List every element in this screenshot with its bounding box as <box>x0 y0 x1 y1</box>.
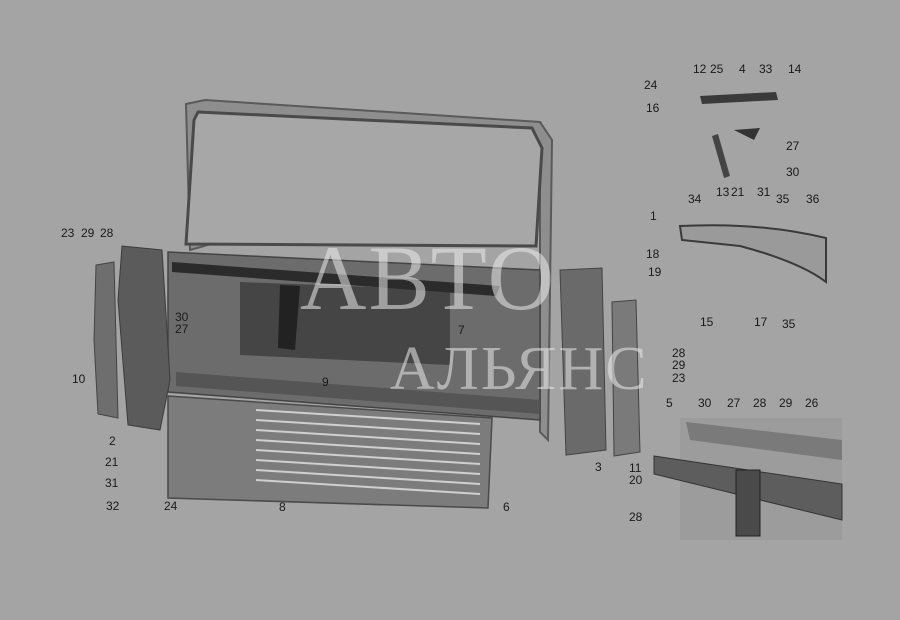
grille-slats <box>255 409 481 495</box>
callout-36: 36 <box>806 192 820 206</box>
callout-30-left: 30 <box>175 310 189 324</box>
callout-28-last: 28 <box>629 510 643 524</box>
callout-31-top: 31 <box>757 185 771 199</box>
left-side-panel <box>117 245 171 431</box>
callout-29-bot: 29 <box>779 396 793 410</box>
callout-30-top: 30 <box>786 165 800 179</box>
callout-20: 20 <box>629 473 643 487</box>
roof-edge-detail <box>678 224 827 285</box>
pillar-bar <box>278 285 300 350</box>
callout-27-top: 27 <box>786 139 800 153</box>
frame-bracket <box>735 469 761 537</box>
callout-27-left: 27 <box>175 322 189 336</box>
roof-rail <box>172 262 500 296</box>
callout-24-top: 24 <box>644 78 658 92</box>
windshield-opening <box>184 110 544 248</box>
callout-31-left: 31 <box>105 476 119 490</box>
left-bumper-end <box>93 261 119 419</box>
callout-19: 19 <box>648 265 662 279</box>
strut-part <box>712 134 730 178</box>
callout-2: 2 <box>109 434 116 448</box>
callout-32: 32 <box>106 499 120 513</box>
callout-29-mid: 29 <box>672 358 686 372</box>
callout-8: 8 <box>279 500 286 514</box>
callout-9: 9 <box>322 375 329 389</box>
frame-roof-edge <box>686 422 842 460</box>
callout-14: 14 <box>788 62 802 76</box>
handle-part <box>700 92 778 104</box>
callout-24-bot: 24 <box>164 499 178 513</box>
callout-25-top: 25 <box>710 62 724 76</box>
callout-35-top: 35 <box>776 192 790 206</box>
callout-35-mid: 35 <box>782 317 796 331</box>
callout-28-left: 28 <box>100 226 114 240</box>
callout-15: 15 <box>700 315 714 329</box>
callout-11: 11 <box>629 461 642 475</box>
callout-33: 33 <box>759 62 773 76</box>
callout-30-bot: 30 <box>698 396 712 410</box>
right-side-panel <box>559 267 607 456</box>
callout-28-bot: 28 <box>753 396 767 410</box>
callout-28-mid: 28 <box>672 346 686 360</box>
callout-23-left: 23 <box>61 226 75 240</box>
callout-10: 10 <box>72 372 86 386</box>
callout-21-top: 21 <box>731 185 745 199</box>
callout-3: 3 <box>595 460 602 474</box>
callout-13: 13 <box>716 185 730 199</box>
callout-26: 26 <box>805 396 819 410</box>
callout-34: 34 <box>688 192 702 206</box>
callout-18: 18 <box>646 247 660 261</box>
callout-16: 16 <box>646 101 660 115</box>
watermark-line-2: АЛЬЯНС <box>390 335 649 403</box>
callout-6: 6 <box>503 500 510 514</box>
watermark-line-1: АВТО <box>300 227 557 329</box>
callout-7: 7 <box>458 323 465 337</box>
callout-4: 4 <box>739 62 746 76</box>
callout-17: 17 <box>754 315 768 329</box>
callout-1: 1 <box>650 209 657 223</box>
callout-5: 5 <box>666 396 673 410</box>
callout-29-left: 29 <box>81 226 95 240</box>
bracket-part <box>734 128 760 140</box>
callout-23-mid: 23 <box>672 371 686 385</box>
callout-21-left: 21 <box>105 455 119 469</box>
right-bumper-end <box>611 299 641 457</box>
lower-beam <box>176 372 540 414</box>
callout-27-bot: 27 <box>727 396 741 410</box>
callout-12: 12 <box>693 62 707 76</box>
